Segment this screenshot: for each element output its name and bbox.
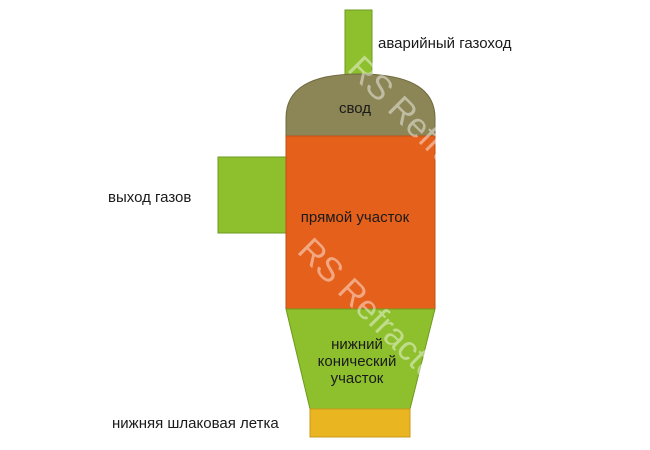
dome-label: свод — [339, 100, 371, 117]
lower-conical-label-line-2: конический — [318, 353, 397, 370]
lower-conical-label-line-1: нижний — [331, 336, 383, 353]
gas-outlet-box — [217, 156, 289, 234]
emergency-flue-label: аварийный газоход — [378, 35, 512, 52]
lower-conical-label-line-3: участок — [331, 370, 384, 387]
straight-section-label: прямой участок — [301, 209, 410, 226]
slag-tap-shape — [309, 408, 411, 438]
emergency-flue-pipe — [344, 9, 373, 81]
gas-outlet-label: выход газов — [108, 189, 191, 206]
dome-shape — [285, 73, 436, 137]
slag-tap-label: нижняя шлаковая летка — [112, 415, 279, 432]
